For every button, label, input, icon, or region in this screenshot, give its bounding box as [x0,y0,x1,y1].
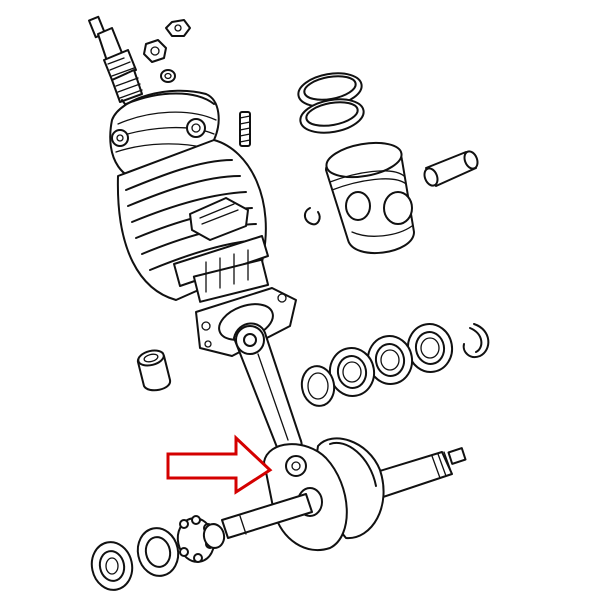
piston-icon [325,141,415,254]
circlip-icon [304,207,321,226]
snap-ring-icon [462,323,490,358]
cylinder-head-icon [109,89,220,182]
cylinder-stud-icon [239,111,251,147]
cylinder-icon [116,139,270,303]
crankshaft-icon [221,437,467,552]
needle-bushing-icon [137,349,171,392]
cylinder-nut-icon [143,19,191,83]
shaft-seal-icon [90,515,226,591]
connecting-rod-icon [233,322,303,462]
spark-plug-icon [87,15,143,109]
piston-pin-icon [423,150,479,187]
base-gasket-icon [195,287,297,357]
main-bearing-icon [300,323,454,407]
arrow-right-icon [166,434,273,495]
piston-rings-icon [297,72,365,134]
